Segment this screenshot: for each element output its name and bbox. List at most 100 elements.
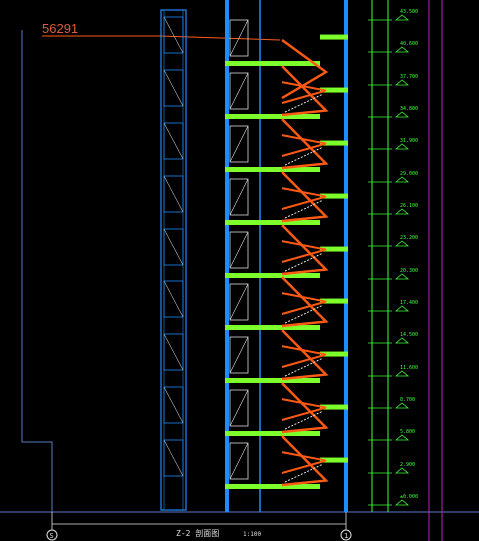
stair-flight-underside — [281, 134, 327, 157]
stair-flight — [281, 65, 329, 117]
window-column-frame — [160, 9, 187, 511]
stair-flight-underside — [281, 451, 327, 474]
column-window-cross — [163, 69, 184, 107]
stair-flight — [281, 329, 329, 381]
stair-window-cross — [229, 125, 249, 163]
elevation-label: 34.800 — [400, 106, 418, 112]
floor-slab — [225, 273, 320, 278]
column-window-cross — [163, 228, 184, 266]
floor-slab — [225, 484, 320, 489]
stair-flight — [281, 171, 329, 223]
column-window — [163, 333, 184, 371]
mid-landing — [320, 34, 348, 40]
stair-window — [229, 72, 249, 110]
elevation-marker — [394, 176, 410, 183]
stair-window-cross — [229, 336, 249, 374]
stair-window-cross — [229, 442, 249, 480]
elevation-label: 2.900 — [400, 462, 415, 468]
section-scale: 1:100 — [243, 531, 261, 538]
column-window — [163, 69, 184, 107]
stair-window — [229, 19, 249, 57]
floor-slab — [225, 325, 320, 330]
column-window-cross — [163, 439, 184, 477]
annotation-leader — [42, 35, 281, 41]
floor-slab — [225, 114, 320, 119]
stair-flight-underside — [281, 292, 327, 315]
mid-landing — [320, 140, 348, 146]
mid-landing — [320, 246, 348, 252]
column-window — [163, 16, 184, 54]
elevation-dimension-chain: 43.50040.60037.70034.80031.90029.00026.1… — [368, 0, 418, 512]
floor-slabs — [225, 34, 348, 489]
floor-slab — [225, 220, 320, 225]
stair-flight-underside — [281, 187, 327, 210]
floor-slab — [225, 431, 320, 436]
elevation-label: 11.600 — [400, 365, 418, 371]
mid-landing — [320, 457, 348, 463]
elevation-label: 17.400 — [400, 300, 418, 306]
column-window-cross — [163, 16, 184, 54]
column-window-cross — [163, 386, 184, 424]
elevation-label: 23.200 — [400, 235, 418, 241]
stair-window — [229, 283, 249, 321]
stair-window — [229, 389, 249, 427]
elevation-label: 40.600 — [400, 41, 418, 47]
column-window — [163, 228, 184, 266]
section-title: Z-2 剖面图 — [176, 528, 219, 538]
elevation-label: 29.000 — [400, 171, 418, 177]
stair-flight — [281, 118, 329, 170]
column-window — [163, 439, 184, 477]
stair-window-cross — [229, 283, 249, 321]
elevation-label: 26.100 — [400, 203, 418, 209]
elevation-marker — [394, 305, 410, 312]
elevation-label: 5.800 — [400, 429, 415, 435]
elevation-label: 14.500 — [400, 332, 418, 338]
annotation-number: 56291 — [42, 21, 78, 36]
elevation-marker — [394, 273, 410, 280]
svg-text:S: S — [50, 532, 54, 540]
stair-window-cross — [229, 178, 249, 216]
mid-landing — [320, 351, 348, 357]
stair-window — [229, 178, 249, 216]
elevation-marker — [394, 111, 410, 118]
elevation-label: 8.700 — [400, 397, 415, 403]
column-window-cross — [163, 333, 184, 371]
column-window-cross — [163, 280, 184, 318]
stair-flight-top — [281, 39, 329, 100]
stair-window-cross — [229, 72, 249, 110]
stair-window — [229, 231, 249, 269]
floor-slab — [225, 61, 320, 66]
elevation-marker — [394, 143, 410, 150]
column-window — [163, 280, 184, 318]
elevation-marker — [394, 79, 410, 86]
stair-flight — [281, 382, 329, 434]
elevation-marker — [394, 14, 410, 21]
elevation-marker — [394, 434, 410, 441]
floor-slab — [225, 378, 320, 383]
elevation-marker — [394, 240, 410, 247]
elevation-marker — [394, 46, 410, 53]
stair-flight-underside — [281, 81, 327, 104]
elevation-label: 37.700 — [400, 74, 418, 80]
right-wall — [344, 0, 348, 512]
column-window-cross — [163, 122, 184, 160]
window-column — [160, 9, 187, 511]
elevation-marker — [394, 208, 410, 215]
axis-marker-s: S — [46, 529, 58, 541]
elevation-marker — [394, 402, 410, 409]
axis-line — [51, 512, 347, 530]
stair-window-cross — [229, 231, 249, 269]
stair-flight — [281, 276, 329, 328]
elevation-marker — [394, 370, 410, 377]
elevation-marker — [394, 467, 410, 474]
stair-window — [229, 336, 249, 374]
elevation-label: 31.900 — [400, 138, 418, 144]
axis-marker-1: 1 — [340, 529, 352, 541]
column-window — [163, 122, 184, 160]
column-window — [163, 386, 184, 424]
elevation-label: ±0.000 — [400, 494, 418, 500]
stair-flights — [281, 39, 329, 487]
column-window-cross — [163, 175, 184, 213]
